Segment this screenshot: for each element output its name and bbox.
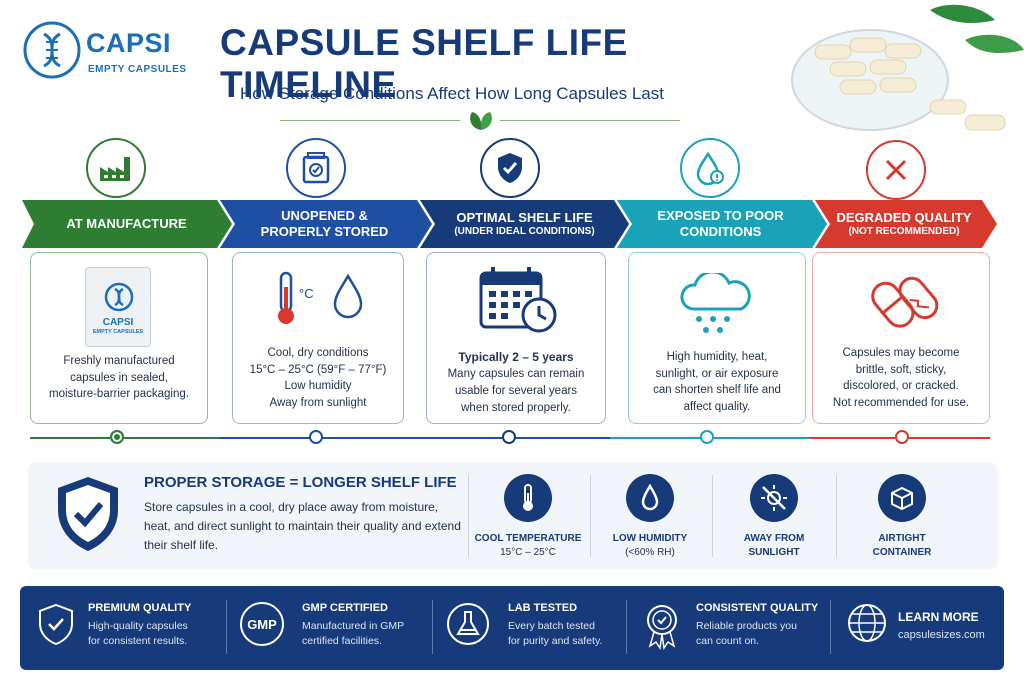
divider-right — [500, 120, 680, 121]
box-icon — [878, 474, 926, 522]
brand-tagline: EMPTY CAPSULES — [88, 64, 187, 75]
footer-title: LAB TESTED — [508, 602, 578, 614]
stage-card-manufacture: CAPSI EMPTY CAPSULES Freshly manufacture… — [30, 252, 208, 424]
stage-title: DEGRADED QUALITY — [836, 209, 972, 225]
banner-arrows — [22, 200, 997, 248]
stage-card-degraded: Capsules may become brittle, soft, stick… — [812, 252, 990, 424]
divider — [226, 600, 227, 654]
celsius-unit: °C — [299, 286, 314, 301]
shield-badge-icon — [36, 602, 80, 646]
divider-left — [280, 120, 460, 121]
stage-description: Typically 2 – 5 years Many capsules can … — [435, 349, 597, 416]
droplet-alert-icon — [680, 138, 740, 198]
footer-title: GMP CERTIFIED — [302, 602, 388, 614]
website-link[interactable]: capsulesizes.com — [898, 629, 985, 641]
droplet-icon — [331, 273, 365, 327]
shield-check-icon — [480, 138, 540, 198]
stage-title: EXPOSED TO POOR — [657, 207, 784, 223]
divider — [468, 475, 469, 557]
flask-icon — [446, 602, 490, 646]
stage-title-line2: PROPERLY STORED — [260, 224, 389, 239]
capsule-bowl-image — [780, 0, 1024, 150]
no-sun-icon — [750, 474, 798, 522]
package-sublabel: EMPTY CAPSULES — [92, 329, 144, 335]
rain-cloud-icon — [675, 270, 759, 343]
footer-title: PREMIUM QUALITY — [88, 602, 192, 614]
stage-description: High humidity, heat, sunlight, or air ex… — [653, 351, 781, 414]
stage-banner-optimal: OPTIMAL SHELF LIFE (UNDER IDEAL CONDITIO… — [432, 200, 617, 248]
stage-description: Cool, dry conditions 15°C – 25°C (59°F –… — [249, 347, 387, 410]
stage-card-unopened: °C Cool, dry conditions 15°C – 25°C (59°… — [232, 252, 404, 424]
shield-check-icon — [52, 474, 124, 559]
factory-icon — [86, 138, 146, 198]
footer-text: High-quality capsules for consistent res… — [88, 620, 188, 647]
footer-title: CONSISTENT QUALITY — [696, 602, 819, 614]
page-title: CAPSULE SHELF LIFE TIMELINE — [220, 22, 628, 105]
divider — [830, 600, 831, 654]
gmp-icon: GMP — [240, 602, 284, 646]
broken-capsule-icon — [871, 271, 941, 339]
stage-subtitle: (NOT RECOMMENDED) — [848, 225, 960, 237]
package-image: CAPSI EMPTY CAPSULES — [85, 267, 151, 347]
brand-logo — [22, 20, 202, 80]
divider — [836, 475, 837, 557]
storage-item-container: AIRTIGHT CONTAINER — [872, 533, 932, 558]
footer-text: Every batch tested for purity and safety… — [508, 620, 603, 647]
thermometer-icon — [273, 271, 299, 333]
stage-title-line2: CONDITIONS — [679, 224, 762, 239]
x-circle-icon — [866, 140, 926, 200]
footer-text: Reliable products you can count on. — [696, 620, 797, 647]
timeline-dot-exposed — [700, 430, 714, 444]
stage-description: Capsules may become brittle, soft, stick… — [832, 347, 970, 410]
leaf-icon — [466, 108, 496, 137]
stage-banner-exposed: EXPOSED TO POOR CONDITIONS — [628, 200, 813, 248]
droplet-icon — [626, 474, 674, 522]
package-check-icon — [286, 138, 346, 198]
globe-icon[interactable] — [846, 602, 890, 646]
divider — [626, 600, 627, 654]
timeline-dot-degraded — [895, 430, 909, 444]
stage-banner-unopened: UNOPENED & PROPERLY STORED — [232, 200, 417, 248]
footer-text: Manufactured in GMP certified facilities… — [302, 620, 405, 647]
storage-title: PROPER STORAGE = LONGER SHELF LIFE — [144, 474, 457, 491]
brand-name: CAPSI — [86, 28, 172, 58]
learn-more-title[interactable]: LEARN MORE — [898, 610, 979, 624]
stage-subtitle: (UNDER IDEAL CONDITIONS) — [454, 225, 595, 237]
storage-description: Store capsules in a cool, dry place away… — [144, 500, 461, 553]
award-icon — [640, 602, 684, 651]
dna-logo-icon — [104, 282, 134, 312]
stage-banner-degraded: DEGRADED QUALITY (NOT RECOMMENDED) — [818, 200, 990, 248]
stage-title: OPTIMAL SHELF LIFE — [456, 209, 593, 225]
thermometer-icon — [504, 474, 552, 522]
divider — [712, 475, 713, 557]
shelf-life-highlight: Typically 2 – 5 years — [458, 350, 574, 364]
storage-item-humidity: LOW HUMIDITY (<60% RH) — [612, 533, 688, 558]
stage-title: UNOPENED & — [281, 207, 368, 223]
page-subtitle: How Storage Conditions Affect How Long C… — [240, 84, 664, 103]
package-label: CAPSI — [102, 317, 134, 328]
calendar-clock-icon — [477, 265, 561, 341]
divider — [432, 600, 433, 654]
stage-banner-manufacture: AT MANUFACTURE — [34, 200, 219, 248]
stage-description: Freshly manufactured capsules in sealed,… — [49, 355, 189, 401]
dna-logo-icon — [23, 21, 81, 79]
timeline-dot-unopened — [309, 430, 323, 444]
stage-card-optimal: Typically 2 – 5 years Many capsules can … — [426, 252, 606, 424]
footer-bar — [20, 586, 1004, 670]
timeline-dot-manufacture — [110, 430, 124, 444]
divider — [590, 475, 591, 557]
stage-title: AT MANUFACTURE — [66, 215, 187, 231]
timeline-dot-optimal — [502, 430, 516, 444]
stage-card-exposed: High humidity, heat, sunlight, or air ex… — [628, 252, 806, 424]
storage-item-temperature: COOL TEMPERATURE 15°C – 25°C — [474, 533, 582, 558]
storage-item-sunlight: AWAY FROM SUNLIGHT — [743, 533, 805, 558]
